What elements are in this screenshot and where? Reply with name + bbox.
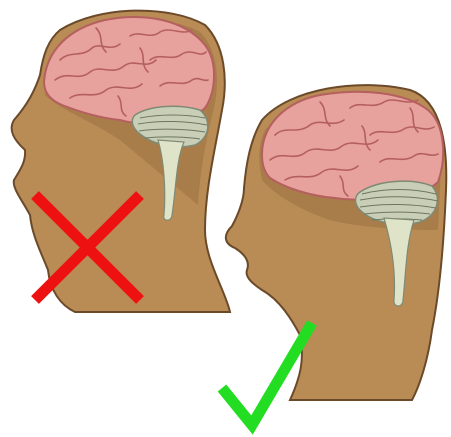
right-head-figure (226, 85, 446, 400)
left-head-figure (12, 11, 230, 312)
